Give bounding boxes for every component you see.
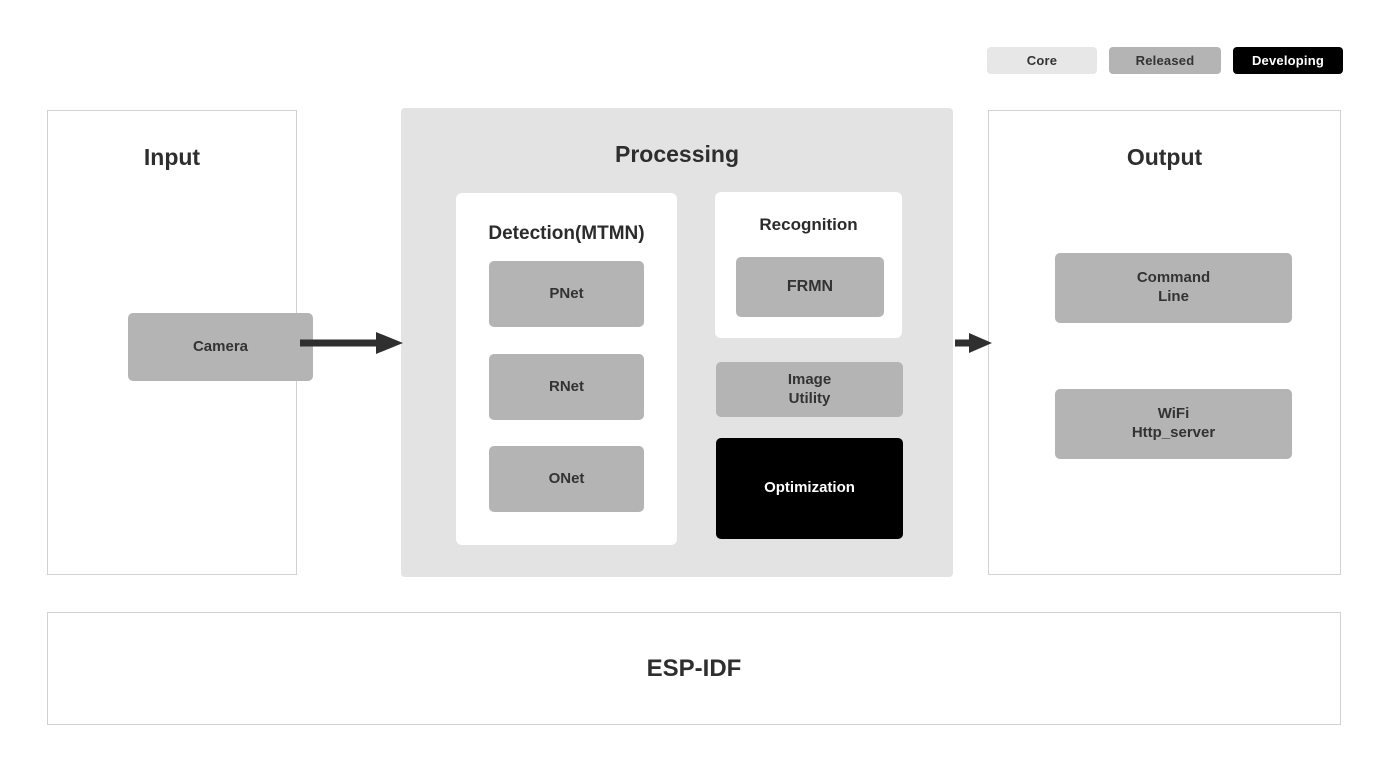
footer-panel: ESP-IDF (47, 612, 1341, 725)
arrow-input-to-processing-icon (300, 332, 403, 354)
module-image-utility-line2: Utility (788, 389, 831, 407)
footer-label: ESP-IDF (646, 654, 742, 682)
module-wifi-http-server: WiFi Http_server (1055, 389, 1292, 459)
module-pnet: PNet (489, 261, 644, 327)
module-optimization: Optimization (716, 438, 903, 539)
detection-subpanel-title: Detection(MTMN) (488, 223, 645, 244)
output-panel-title: Output (1126, 144, 1203, 170)
module-command-line-line1: Command (1136, 269, 1211, 287)
module-image-utility-label: Image Utility (788, 371, 831, 409)
recognition-subpanel-title: Recognition (759, 215, 858, 234)
output-panel: Output Command Line WiFi Http_server (988, 110, 1341, 575)
module-pnet-label: PNet (549, 284, 584, 302)
input-panel: Input Camera (47, 110, 313, 575)
legend-label-core: Core (1026, 53, 1058, 68)
module-frmn: FRMN (736, 257, 884, 317)
recognition-subpanel: Recognition FRMN (715, 192, 902, 338)
legend-label-developing: Developing (1251, 53, 1325, 68)
module-onet-label: ONet (548, 469, 585, 487)
legend-chip-developing: Developing (1233, 47, 1343, 74)
input-panel-title: Input (143, 144, 201, 170)
module-wifi-http-server-line2: Http_server (1131, 424, 1216, 441)
module-frmn-label: FRMN (786, 278, 834, 295)
legend-chip-released: Released (1109, 47, 1221, 74)
module-command-line: Command Line (1055, 253, 1292, 323)
module-optimization-label: Optimization (764, 479, 855, 497)
module-image-utility-line1: Image (787, 370, 832, 388)
module-camera: Camera (128, 313, 313, 381)
module-image-utility: Image Utility (716, 362, 903, 417)
legend-label-released: Released (1135, 53, 1195, 68)
module-wifi-http-server-label: WiFi Http_server (1132, 405, 1215, 443)
arrow-processing-to-output-icon (955, 333, 992, 353)
detection-subpanel: Detection(MTMN) PNet RNet ONet (456, 193, 1030, 643)
module-camera-label: Camera (192, 337, 249, 355)
processing-panel: Processing Detection(MTMN) PNet RNet ONe… (401, 108, 1030, 643)
module-rnet-label: RNet (548, 377, 584, 395)
module-wifi-http-server-line1: WiFi (1157, 405, 1190, 423)
processing-panel-title: Processing (615, 141, 739, 167)
module-command-line-line2: Line (1158, 288, 1189, 305)
module-rnet: RNet (489, 354, 644, 420)
legend-chip-core: Core (987, 47, 1097, 74)
module-command-line-label: Command Line (1137, 269, 1210, 307)
module-onet: ONet (489, 446, 644, 512)
